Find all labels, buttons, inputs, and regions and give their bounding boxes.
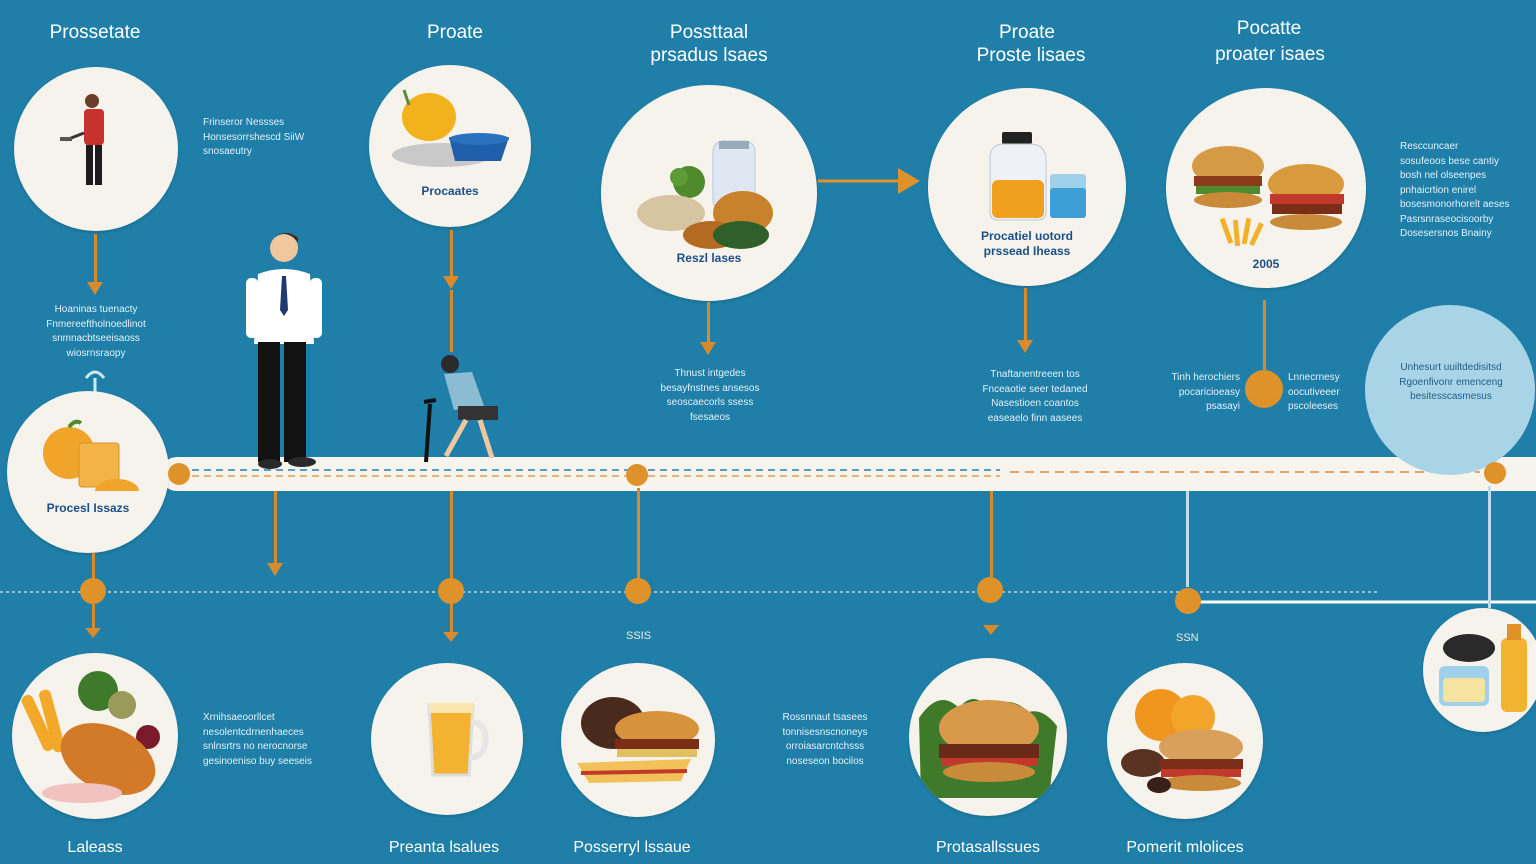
person-clipboard-icon: [60, 94, 104, 185]
connector-1: [94, 234, 97, 284]
timeline-dot: [438, 578, 464, 604]
note-4: Tnaftanentreeen tos Fnceaotie seer tedan…: [982, 369, 1088, 424]
heading-1: Prossetate: [49, 22, 141, 43]
connector-2b: [450, 290, 453, 352]
heading-2: Proate: [427, 22, 483, 43]
bottom-label-1: Laleass: [67, 839, 123, 856]
beer-mug-icon: [427, 703, 489, 777]
bottom-label-4: Protasallssues: [935, 839, 1041, 856]
connector-7b: [92, 604, 95, 628]
bread-veg-icon: [21, 671, 160, 803]
note-7: Unhesurt uuiltdedisitsd Rgoenfivonr emen…: [1399, 362, 1503, 402]
circle-bowl: Procaates: [369, 65, 531, 227]
vegetables-label: Reszl lases: [676, 251, 742, 265]
circle-orange-juice: Procesl Issazs: [7, 391, 169, 553]
arrow-down-icon: [983, 625, 999, 635]
arrow-down-icon: [87, 282, 103, 295]
cyclist-icon: [423, 355, 498, 463]
circle-person: [14, 67, 178, 231]
timeline-dot: [977, 577, 1003, 603]
timeline-dot: [1484, 462, 1506, 484]
note-1: Frinseror Nessses Honsesorrshescd SiiW s…: [203, 117, 305, 157]
arrow-down-icon: [267, 563, 283, 576]
connector-6: [274, 491, 277, 563]
note-5-right: Lnnecrnesy oocutiveeer pscoleeses: [1288, 372, 1340, 412]
connector-5: [1263, 300, 1266, 370]
arrow-down-icon: [443, 632, 459, 642]
orange-label: Procesl Issazs: [46, 501, 130, 515]
standing-man-icon: [246, 232, 322, 469]
bottom-label-5: Pomerit mlolices: [1126, 839, 1244, 856]
timeline-dot: [626, 464, 648, 486]
note-2: Hoaninas tuenacty Fnmereeftholnoedlinot …: [46, 304, 146, 359]
timeline-dot: [1175, 588, 1201, 614]
connector-7: [92, 553, 95, 583]
burger-lettuce-icon: [919, 699, 1057, 798]
burger-fries-icon: [1192, 146, 1344, 247]
bottom-label-2: Preanta lsalues: [388, 839, 500, 856]
bottom-label-3: Posserryl lssaue: [573, 839, 691, 856]
timeline-dot: [625, 578, 651, 604]
burgers-year: 2005: [1252, 257, 1280, 271]
circle-sandwich: [561, 663, 715, 817]
circle-burgers: 2005: [1166, 88, 1366, 288]
heading-4-line1: Proate: [999, 22, 1055, 43]
note-3: Thnust intgedes besayfnstnes ansesos seo…: [660, 368, 760, 423]
arrow-down-icon: [443, 276, 459, 289]
arrow-down-icon: [85, 628, 101, 638]
circle-beer: [371, 663, 523, 815]
heading-3-line2: prsadus lsaes: [650, 45, 768, 66]
heading-3-line1: Possttaal: [669, 22, 749, 43]
juice-label-line1: Procatiel uotord: [980, 229, 1073, 243]
heading-5-line2: proater isaes: [1215, 44, 1325, 65]
connector-3: [707, 302, 710, 342]
note-8: Xrnihsaeoorllcet nesolentcdrnenhaeces sn…: [203, 712, 312, 767]
sandwich-icon: [577, 697, 699, 783]
note-9: Rossnnaut tsasees tonnisesnscnoneys orro…: [782, 712, 868, 767]
heading-5-line1: Pocatte: [1236, 18, 1302, 39]
arrow-down-icon: [700, 342, 716, 355]
timeline-dot: [168, 463, 190, 485]
circle-burger-fruit: [1107, 663, 1263, 819]
bowl-food-icon: [392, 89, 509, 167]
circle-info: [1365, 305, 1535, 475]
circle-drinks: [1423, 608, 1536, 732]
juice-label-line2: prssead Iheass: [983, 244, 1071, 258]
circle-burger-lettuce: [909, 658, 1067, 816]
arrow-down-icon: [1017, 340, 1033, 353]
drinks-icon: [1439, 624, 1527, 712]
timeline-dot: [80, 578, 106, 604]
small-label-ssn: SSN: [1176, 632, 1199, 644]
burger-fruit-icon: [1121, 689, 1243, 793]
connector-9: [637, 488, 640, 580]
vegetables-icon: [637, 140, 773, 249]
circle-bread: [12, 653, 178, 819]
connector-4: [1024, 288, 1027, 340]
juice-jug-icon: [989, 132, 1086, 221]
connector-11: [1186, 491, 1189, 587]
timeline-band: [160, 457, 1536, 491]
milestone-dot-large: [1245, 370, 1283, 408]
small-label-ssis: SSIS: [626, 630, 652, 642]
circle-vegetables: Reszl lases: [601, 85, 817, 301]
circle-juice: Procatiel uotord prssead Iheass: [928, 88, 1126, 286]
bowl-label: Procaates: [421, 184, 479, 198]
connector-12: [1488, 486, 1491, 608]
heading-4-line2: Proste lisaes: [976, 45, 1086, 66]
orange-juice-icon: [43, 419, 139, 491]
note-5-left: Tinh herochiers pocaricioeasy psasayi: [1171, 372, 1240, 412]
connector-8: [450, 491, 453, 581]
connector-10: [990, 491, 993, 579]
note-6: Resccuncaer sosufeoos bese cantiy bosh n…: [1400, 141, 1510, 239]
connector-2: [450, 230, 453, 278]
connector-8b: [450, 604, 453, 634]
